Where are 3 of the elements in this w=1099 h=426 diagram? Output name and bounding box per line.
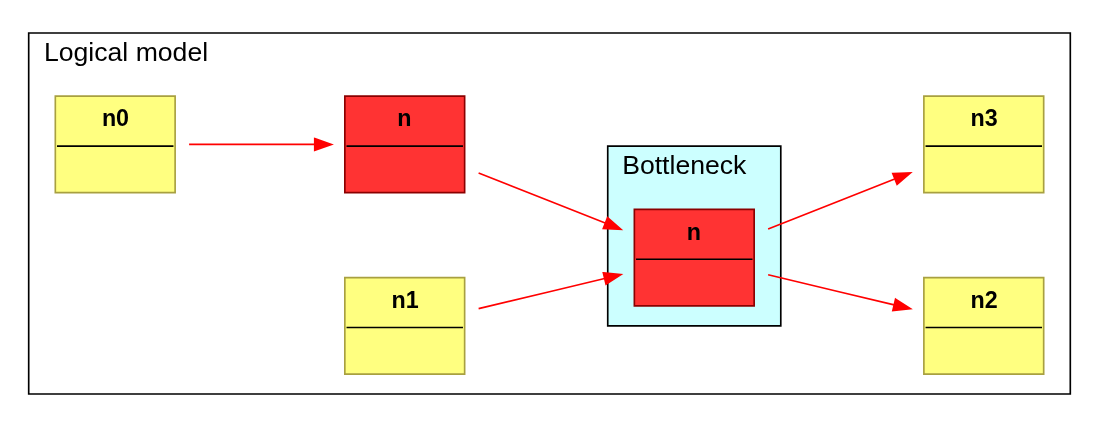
arrow [188, 136, 334, 151]
arrow [477, 171, 624, 230]
arrow [477, 271, 624, 309]
